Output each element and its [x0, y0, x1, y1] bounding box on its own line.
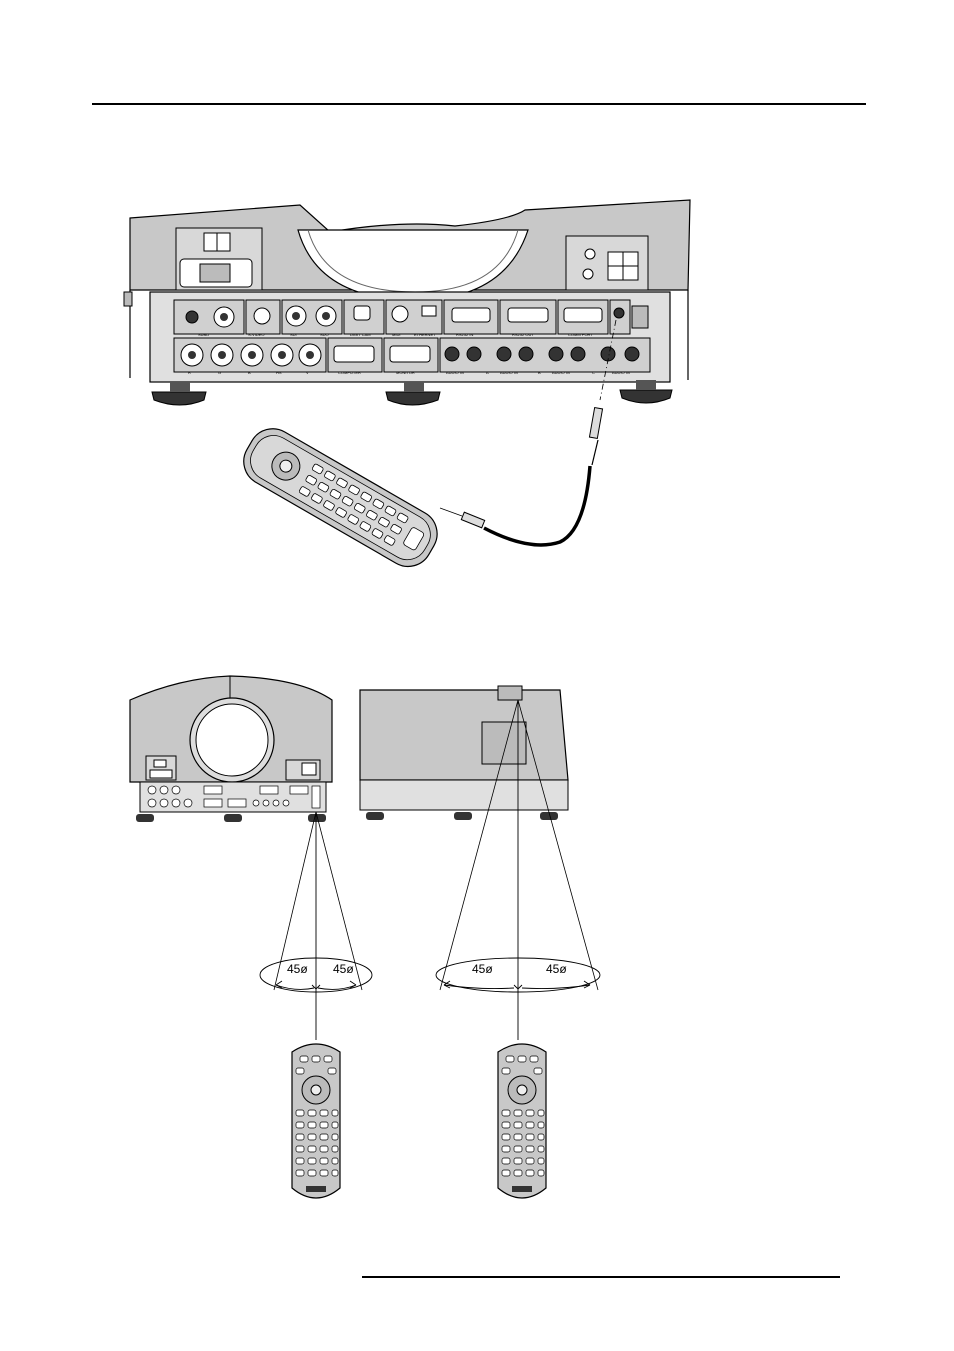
conn-label-hs: HS: [276, 370, 282, 375]
remote-cable: [439, 319, 617, 547]
conn-label-digit-cam: DIGIT CAM: [350, 332, 371, 337]
angle-label-right-b: 45ø: [546, 962, 567, 976]
angle-label-left-a: 45ø: [287, 962, 308, 976]
conn-label-audio-in-4: AUDIO IN: [612, 370, 630, 375]
conn-label-subd: SUBD: [198, 332, 209, 337]
footer-rule: [362, 1276, 840, 1278]
header-rule: [92, 103, 866, 105]
angle-label-right-a: 45ø: [472, 962, 493, 976]
conn-label-b2: B: [538, 370, 541, 375]
projector-rear-small: [129, 675, 333, 822]
conn-label-c: C: [592, 370, 595, 375]
projector-side-small: [359, 685, 569, 820]
conn-label-r: R: [188, 370, 191, 375]
ir-angle-right: [435, 699, 601, 1040]
conn-label-rs232-in: RS232 IN: [456, 332, 473, 337]
conn-label-svideo: S-VIDEO: [248, 332, 264, 337]
conn-label-sdo: SDO: [320, 332, 329, 337]
conn-label-computer: COMPUTER: [338, 370, 361, 375]
ir-angle-left: [259, 811, 373, 1040]
remote-control-right: [497, 1043, 547, 1199]
projector-rear-view: SUBD S-VIDEO SDI SDO DIGIT CAM MIDI ETHE…: [123, 199, 691, 406]
conn-label-audio-in-3: AUDIO IN: [552, 370, 570, 375]
remote-control-left: [291, 1043, 341, 1199]
conn-label-ethernet: ETHERNET: [414, 332, 436, 337]
conn-label-comm-port: COMM PORT: [568, 332, 593, 337]
angle-label-left-b: 45ø: [333, 962, 354, 976]
conn-label-monitor: MONITOR: [396, 370, 415, 375]
conn-label-audio-in-2: AUDIO IN: [500, 370, 518, 375]
conn-label-audio-in-1: AUDIO IN: [446, 370, 464, 375]
conn-label-b: B: [248, 370, 251, 375]
conn-label-a: A: [486, 370, 489, 375]
conn-label-g: G: [218, 370, 221, 375]
conn-label-rs232-out: RS232 OUT: [512, 332, 534, 337]
conn-label-midi: MIDI: [392, 332, 400, 337]
wired-remote-control: [243, 428, 438, 568]
conn-label-v: V: [306, 370, 309, 375]
conn-label-sdi: SDI: [290, 332, 297, 337]
